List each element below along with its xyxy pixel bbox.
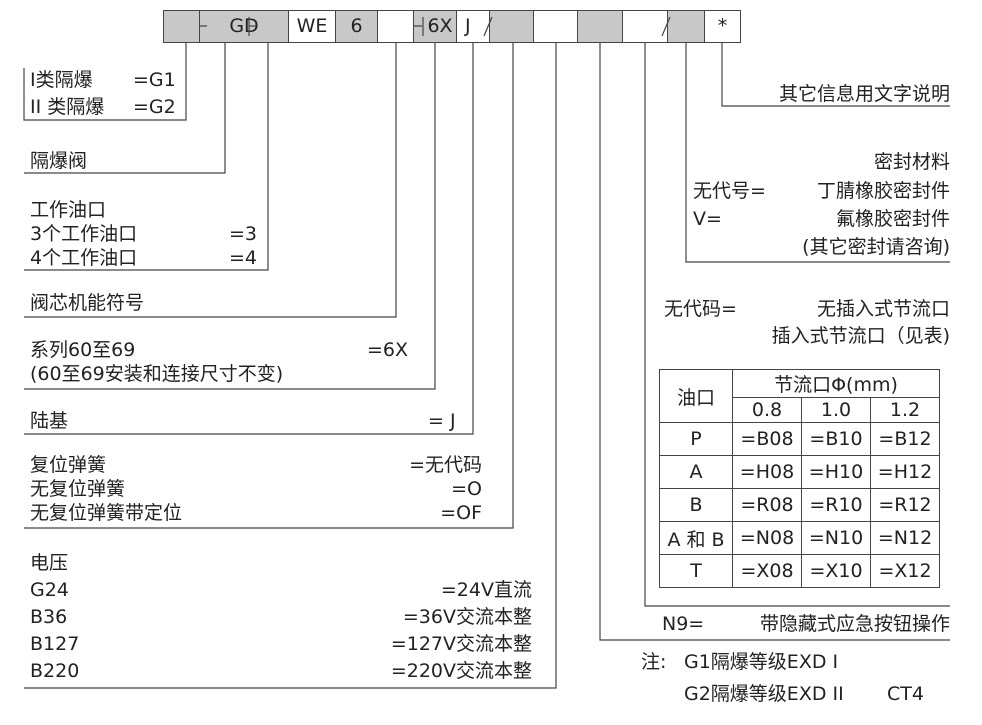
label-throttle-row2-text: 插入式节流口（见表) xyxy=(771,325,950,347)
orifice-diameter-2: 1.2 xyxy=(870,397,940,423)
orifice-port: B xyxy=(659,488,733,522)
label-seal-row1-text: 丁腈橡胶密封件 xyxy=(816,180,950,202)
orifice-port: P xyxy=(659,422,733,456)
label-voltage-4-name: B220 xyxy=(30,660,80,682)
orifice-port: T xyxy=(659,554,733,588)
orifice-value: =N08 xyxy=(732,521,802,555)
label-series-line1: 系列60至69 xyxy=(30,339,136,361)
code-box-spring xyxy=(489,10,534,43)
label-spool-symbol: 阀芯机能符号 xyxy=(30,292,145,314)
orifice-table: 油口 节流口Φ(mm) 0.8 1.0 1.2 P =B08 =B10 =B12… xyxy=(659,369,940,588)
orifice-value: =H10 xyxy=(801,455,871,489)
label-voltage-3-code: =127V交流本整 xyxy=(390,633,532,655)
label-throttle-row1-text: 无插入式节流口 xyxy=(816,298,950,320)
orifice-value: =N10 xyxy=(801,521,871,555)
label-ports-title: 工作油口 xyxy=(30,199,107,221)
table-row: A 和 B =N08 =N10 =N12 xyxy=(659,521,940,555)
label-spring-2-code: =O xyxy=(451,478,482,500)
label-ports-3-code: =3 xyxy=(229,223,258,245)
table-row: B =R08 =R10 =R12 xyxy=(659,488,940,522)
orifice-diameter-0: 0.8 xyxy=(732,397,802,423)
orifice-value: =H12 xyxy=(870,455,940,489)
code-box-gd: GD xyxy=(199,10,289,43)
label-series-line2: (60至69安装和连接尺寸不变) xyxy=(30,363,284,385)
code-j: J xyxy=(465,15,471,37)
label-g2-code: =G2 xyxy=(133,96,176,118)
orifice-value: =B12 xyxy=(870,422,940,456)
label-ports-4-name: 4个工作油口 xyxy=(30,247,138,269)
code-box-explosion-class xyxy=(163,10,200,43)
label-seal-row3-text: (其它密封请咨询) xyxy=(802,236,950,258)
label-spring-3-code: =OF xyxy=(440,502,482,524)
label-throttle-row1-code: 无代码= xyxy=(664,298,737,320)
orifice-value: =B10 xyxy=(801,422,871,456)
code-box-other: * xyxy=(704,10,741,43)
orifice-header-group: 节流口Φ(mm) xyxy=(732,369,940,398)
label-seal-title: 密封材料 xyxy=(873,151,950,173)
code-star: * xyxy=(717,15,728,37)
orifice-port: A 和 B xyxy=(659,521,733,555)
table-row: T =X08 =X10 =X12 xyxy=(659,554,940,588)
label-voltage-2-code: =36V交流本整 xyxy=(402,606,532,628)
label-spring-1-code: =无代码 xyxy=(409,454,482,476)
label-spring-3-name: 无复位弹簧带定位 xyxy=(30,502,183,524)
code-6x: 6X xyxy=(427,15,453,37)
label-voltage-4-code: =220V交流本整 xyxy=(390,660,532,682)
label-ports-3-name: 3个工作油口 xyxy=(30,223,138,245)
orifice-value: =R10 xyxy=(801,488,871,522)
code-6: 6 xyxy=(350,15,363,37)
label-base-code: = J xyxy=(428,410,456,432)
label-voltage-2-name: B36 xyxy=(30,606,68,628)
orifice-value: =N12 xyxy=(870,521,940,555)
label-voltage-title: 电压 xyxy=(30,552,69,574)
label-g1-code: =G1 xyxy=(133,69,176,91)
code-box-6: 6 xyxy=(335,10,378,43)
orifice-value: =R08 xyxy=(732,488,802,522)
label-voltage-1-code: =24V直流 xyxy=(440,579,532,601)
label-base-name: 陆基 xyxy=(30,410,69,432)
label-series-code: =6X xyxy=(367,339,409,361)
orifice-header-port: 油口 xyxy=(659,369,733,423)
label-g1-name: I类隔爆 xyxy=(30,69,93,91)
note-label: 注: xyxy=(641,651,667,673)
orifice-value: =B08 xyxy=(732,422,802,456)
code-gd: GD xyxy=(229,15,259,37)
table-row: A =H08 =H10 =H12 xyxy=(659,455,940,489)
table-row: P =B08 =B10 =B12 xyxy=(659,422,940,456)
orifice-value: =X10 xyxy=(801,554,871,588)
label-g2-name: II 类隔爆 xyxy=(30,96,105,118)
label-voltage-1-name: G24 xyxy=(30,579,69,601)
label-seal-row2-code: V= xyxy=(693,208,722,230)
label-seal-row1-code: 无代号= xyxy=(693,180,766,202)
label-explosion-valve: 隔爆阀 xyxy=(30,150,88,172)
orifice-value: =X08 xyxy=(732,554,802,588)
label-spring-2-name: 无复位弹簧 xyxy=(30,478,126,500)
orifice-value: =X12 xyxy=(870,554,940,588)
label-other-info: 其它信息用文字说明 xyxy=(778,83,950,105)
code-box-seal xyxy=(667,10,705,43)
note-line2-b: CT4 xyxy=(887,683,924,705)
orifice-value: =H08 xyxy=(732,455,802,489)
orifice-diameter-1: 1.0 xyxy=(801,397,871,423)
label-manual-code: N9= xyxy=(662,613,705,635)
label-voltage-3-name: B127 xyxy=(30,633,80,655)
note-line1: G1隔爆等级EXD Ⅰ xyxy=(684,651,839,673)
note-line2-a: G2隔爆等级EXD II xyxy=(684,683,844,705)
code-we: WE xyxy=(296,15,328,37)
label-ports-4-code: =4 xyxy=(229,247,258,269)
label-spring-1-name: 复位弹簧 xyxy=(30,454,107,476)
label-seal-row2-text: 氟橡胶密封件 xyxy=(835,208,950,230)
label-manual-text: 带隐藏式应急按钮操作 xyxy=(759,613,950,635)
orifice-port: A xyxy=(659,455,733,489)
orifice-value: =R12 xyxy=(870,488,940,522)
code-box-manual xyxy=(577,10,623,43)
